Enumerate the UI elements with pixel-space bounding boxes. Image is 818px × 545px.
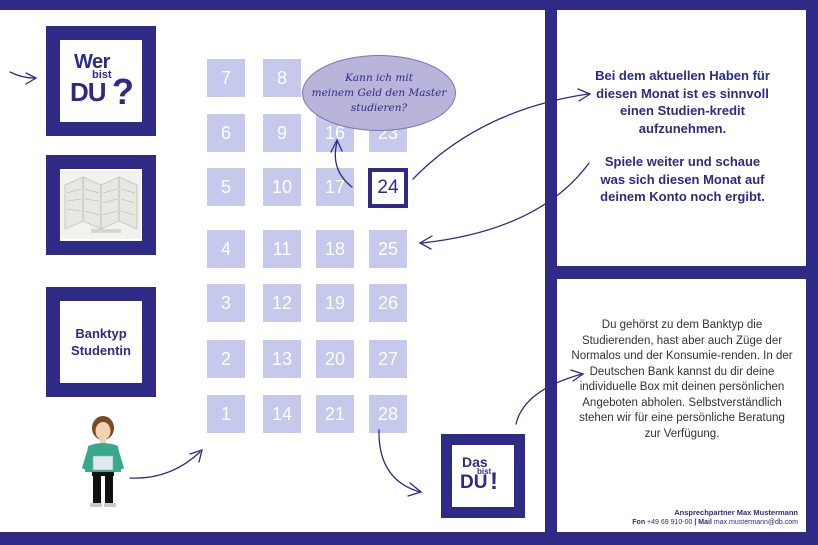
calendar-day[interactable]: 17	[316, 168, 354, 206]
das-bist-du-card[interactable]: Das bist DU !	[441, 434, 525, 518]
banktyp-label: Banktyp Studentin	[71, 326, 131, 358]
calendar-day[interactable]: 8	[263, 59, 301, 97]
calendar-day[interactable]: 13	[263, 340, 301, 378]
map-card[interactable]	[46, 155, 156, 255]
calendar-day[interactable]: 28	[369, 395, 407, 433]
banktyp-card[interactable]: Banktyp Studentin	[46, 287, 156, 397]
info-text-top: Bei dem aktuellen Haben für diesen Monat…	[595, 68, 770, 204]
folded-map-image	[61, 171, 141, 239]
contact-phone[interactable]: +49 69 910-00	[647, 519, 693, 526]
calendar-day[interactable]: 1	[207, 395, 245, 433]
info-panel-top	[557, 10, 806, 266]
calendar-day[interactable]: 19	[316, 284, 354, 322]
calendar-day[interactable]: 10	[263, 168, 301, 206]
calendar-day[interactable]: 26	[369, 284, 407, 322]
calendar-day[interactable]: 3	[207, 284, 245, 322]
calendar-day[interactable]: 21	[316, 395, 354, 433]
calendar-day[interactable]: 4	[207, 230, 245, 268]
contact-block: Ansprechpartner Max Mustermann Fon +49 6…	[632, 508, 798, 526]
info-text-bottom: Du gehörst zu dem Banktyp die Studierend…	[571, 319, 793, 440]
info-panel-bottom	[557, 279, 806, 532]
calendar-day[interactable]: 11	[263, 230, 301, 268]
wer-bist-du-card[interactable]: Wer bist DU ?	[46, 26, 156, 136]
calendar-day-active[interactable]: 24	[368, 168, 408, 208]
contact-email[interactable]: max.mustermann@db.com	[713, 519, 798, 526]
calendar-day[interactable]: 2	[207, 340, 245, 378]
calendar-day[interactable]: 27	[369, 340, 407, 378]
calendar-day[interactable]: 7	[207, 59, 245, 97]
person-illustration	[78, 410, 128, 510]
calendar-day[interactable]: 5	[207, 168, 245, 206]
calendar-day[interactable]: 9	[263, 114, 301, 152]
calendar-day[interactable]: 18	[316, 230, 354, 268]
calendar-day[interactable]: 6	[207, 114, 245, 152]
wer-bist-du-logo: Wer bist DU ?	[70, 51, 134, 112]
calendar-day[interactable]: 12	[263, 284, 301, 322]
contact-name: Ansprechpartner Max Mustermann	[674, 508, 798, 517]
calendar-day[interactable]: 14	[263, 395, 301, 433]
calendar-day[interactable]: 25	[369, 230, 407, 268]
das-bist-du-logo: Das bist DU !	[460, 454, 498, 495]
thought-bubble: Kann ich mit meinem Geld den Master stud…	[302, 55, 456, 131]
calendar-day[interactable]: 20	[316, 340, 354, 378]
